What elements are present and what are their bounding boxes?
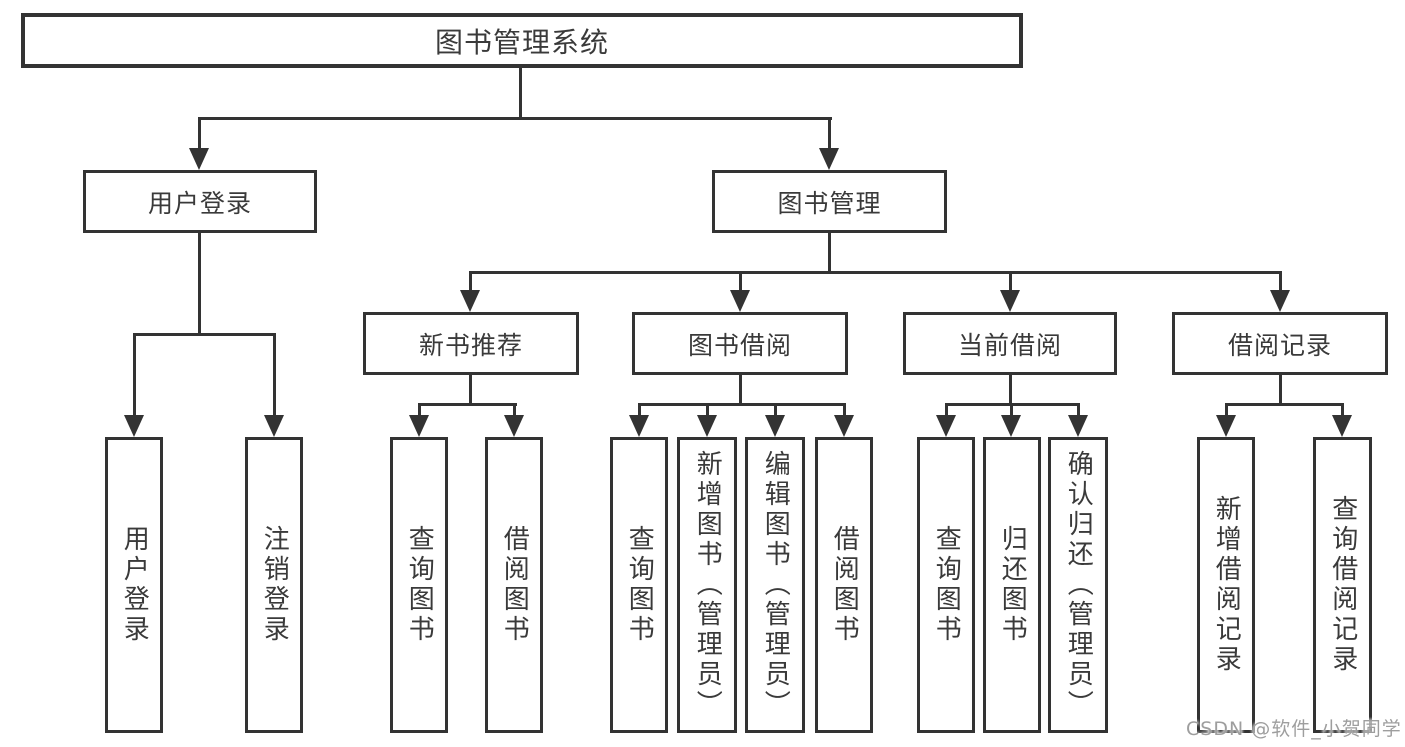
connector-line	[638, 403, 641, 419]
connector-line	[1279, 271, 1282, 295]
arrow-down-icon	[1001, 415, 1021, 437]
connector-line	[469, 271, 472, 295]
connector-line	[706, 403, 709, 419]
connector-line	[1225, 403, 1344, 406]
connector-line	[1225, 403, 1228, 419]
arrow-down-icon	[1068, 415, 1088, 437]
connector-line	[513, 403, 516, 419]
connector-line	[470, 271, 1282, 274]
leaf-query-books-current: 查询图书	[917, 437, 975, 733]
node-library-management-system: 图书管理系统	[21, 13, 1023, 68]
arrow-down-icon	[264, 415, 284, 437]
arrow-down-icon	[629, 415, 649, 437]
connector-line	[198, 117, 832, 120]
connector-line	[739, 375, 742, 406]
leaf-borrow-books: 借阅图书	[815, 437, 873, 733]
arrow-down-icon	[936, 415, 956, 437]
connector-line	[198, 117, 201, 153]
connector-line	[843, 403, 846, 419]
connector-line	[828, 233, 831, 274]
node-book-borrowing: 图书借阅	[632, 312, 848, 375]
leaf-query-books-borrowing: 查询图书	[610, 437, 668, 733]
arrow-down-icon	[1332, 415, 1352, 437]
node-current-borrowing: 当前借阅	[903, 312, 1117, 375]
node-user-login: 用户登录	[83, 170, 317, 233]
connector-line	[133, 333, 136, 418]
connector-line	[418, 403, 421, 419]
connector-line	[638, 403, 846, 406]
csdn-watermark: CSDN @软件_小贺同学	[1186, 718, 1402, 740]
connector-line	[1341, 403, 1344, 419]
arrow-down-icon	[834, 415, 854, 437]
leaf-return-books: 归还图书	[983, 437, 1041, 733]
arrow-down-icon	[189, 148, 209, 170]
connector-line	[469, 375, 472, 406]
arrow-down-icon	[460, 290, 480, 312]
leaf-query-borrow-record: 查询借阅记录	[1313, 437, 1372, 733]
connector-line	[519, 68, 522, 120]
leaf-add-books-admin: 新增图书（管理员）	[677, 437, 737, 733]
connector-line	[1279, 375, 1282, 406]
arrow-down-icon	[124, 415, 144, 437]
connector-line	[198, 233, 201, 336]
connector-line	[1010, 403, 1013, 419]
connector-line	[1077, 403, 1080, 419]
arrow-down-icon	[697, 415, 717, 437]
node-new-book-recommendation: 新书推荐	[363, 312, 579, 375]
connector-line	[945, 403, 948, 419]
leaf-logout: 注销登录	[245, 437, 303, 733]
node-borrowing-records: 借阅记录	[1172, 312, 1388, 375]
leaf-query-books-recommend: 查询图书	[390, 437, 448, 733]
node-book-management: 图书管理	[712, 170, 947, 233]
connector-line	[828, 117, 831, 153]
connector-line	[774, 403, 777, 419]
arrow-down-icon	[819, 148, 839, 170]
arrow-down-icon	[730, 290, 750, 312]
arrow-down-icon	[504, 415, 524, 437]
connector-line	[418, 403, 517, 406]
arrow-down-icon	[1216, 415, 1236, 437]
leaf-user-login: 用户登录	[105, 437, 163, 733]
arrow-down-icon	[409, 415, 429, 437]
leaf-edit-books-admin: 编辑图书（管理员）	[745, 437, 805, 733]
arrow-down-icon	[765, 415, 785, 437]
arrow-down-icon	[1270, 290, 1290, 312]
connector-line	[739, 271, 742, 295]
connector-line	[273, 333, 276, 418]
leaf-confirm-return-admin: 确认归还（管理员）	[1048, 437, 1108, 733]
leaf-borrow-books-recommend: 借阅图书	[485, 437, 543, 733]
connector-line	[1009, 375, 1012, 406]
arrow-down-icon	[1000, 290, 1020, 312]
connector-line	[1009, 271, 1012, 295]
connector-line	[133, 333, 276, 336]
leaf-add-borrow-record: 新增借阅记录	[1197, 437, 1255, 733]
